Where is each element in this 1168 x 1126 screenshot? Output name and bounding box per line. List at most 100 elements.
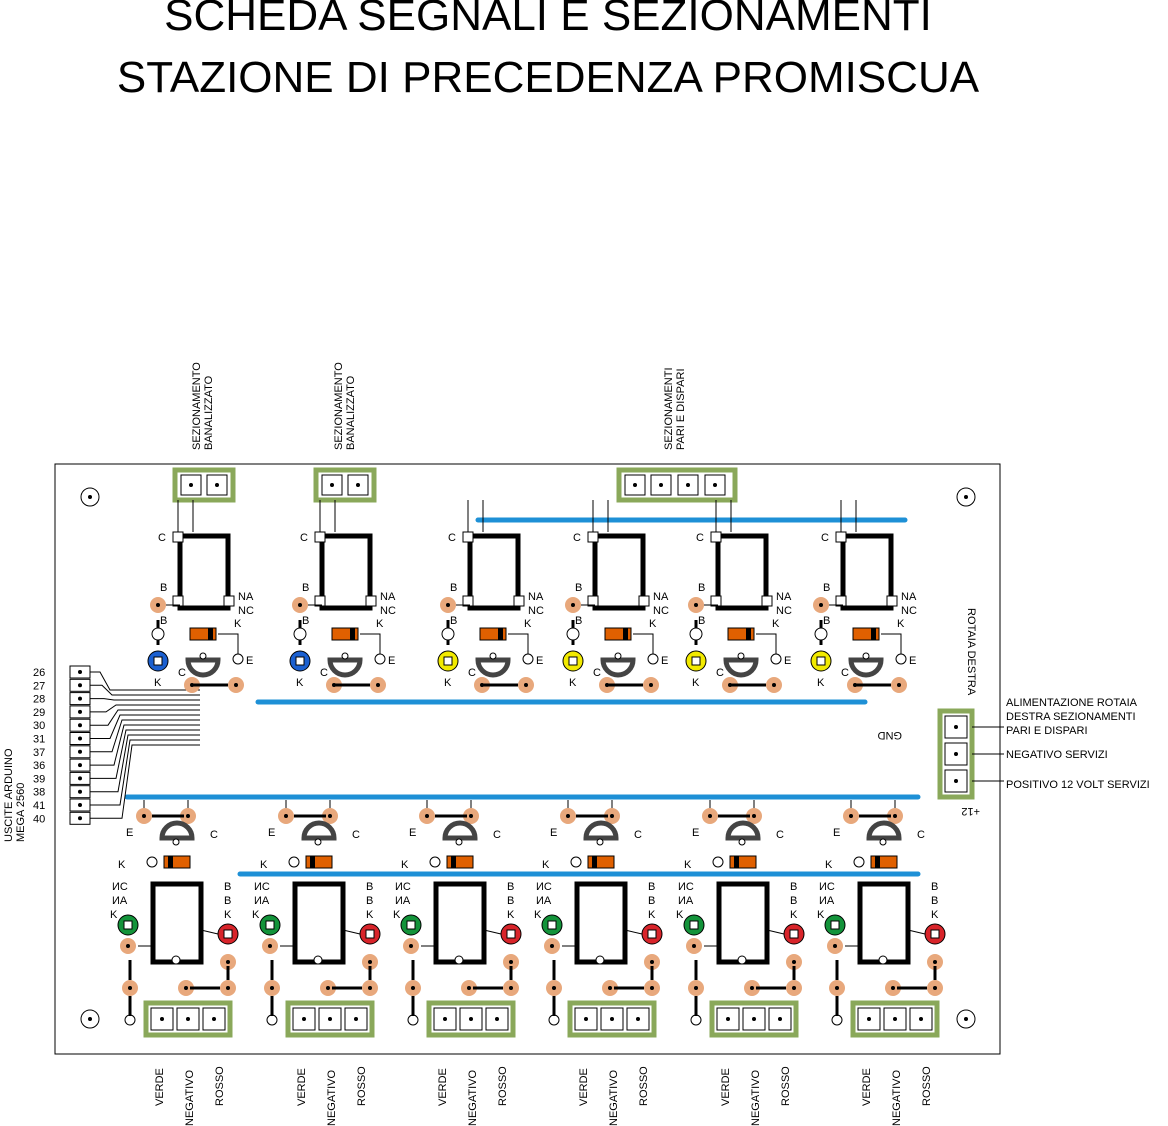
title-line-2: STAZIONE DI PRECEDENZA PROMISCUA xyxy=(117,53,980,102)
pin-label-nc-mirror: ИC xyxy=(678,881,694,893)
pin-label-k: K xyxy=(534,909,542,921)
pcb-trace xyxy=(704,929,785,947)
pin-label-e: E xyxy=(536,655,543,667)
pcb-trace xyxy=(166,604,239,654)
pin-label-e: E xyxy=(409,827,416,839)
pin-label-nc-mirror: ИC xyxy=(112,881,128,893)
pin-label-nc: NC xyxy=(380,605,396,617)
pcb-trace xyxy=(704,604,777,654)
pin-label-na-mirror: ИA xyxy=(254,895,270,907)
pin-label-k: K xyxy=(110,909,118,921)
svg-text:SEZIONAMENTO: SEZIONAMENTO xyxy=(191,362,203,450)
pin-label-b: B xyxy=(931,895,938,907)
pin-label-na: NA xyxy=(653,591,669,603)
pin-label-nc: NC xyxy=(528,605,544,617)
relay-body xyxy=(715,533,769,611)
pin-label-k: K xyxy=(684,859,692,871)
pcb-trace xyxy=(90,714,200,739)
pin-label-c: C xyxy=(300,532,308,544)
pin-label-b: B xyxy=(648,881,655,893)
pcb-trace xyxy=(90,729,200,779)
relay-body xyxy=(840,533,894,611)
bottom-connector xyxy=(143,1000,233,1038)
pin-label-k: K xyxy=(649,618,657,630)
top-connector-1 xyxy=(172,467,236,503)
gnd-label: GND xyxy=(878,729,903,741)
pin-label-e: E xyxy=(388,655,395,667)
bottom-label-rosso: ROSSO xyxy=(921,1066,933,1106)
pin-number-29: 29 xyxy=(33,707,45,719)
relay-body xyxy=(319,533,373,611)
pin-label-k: K xyxy=(817,909,825,921)
bottom-label-verde: VERDE xyxy=(720,1068,732,1106)
pcb-trace xyxy=(829,604,902,654)
pcb-trace xyxy=(840,500,857,532)
pin-label-k: K xyxy=(931,909,939,921)
bottom-label-rosso: ROSSO xyxy=(214,1066,226,1106)
bottom-label-verde: VERDE xyxy=(861,1068,873,1106)
pcb-trace xyxy=(467,500,484,532)
top-connector-3 xyxy=(616,467,738,503)
bottom-label-verde: VERDE xyxy=(578,1068,590,1106)
transistor xyxy=(475,657,511,678)
pin-label-e: E xyxy=(784,655,791,667)
diode xyxy=(446,855,474,869)
pin-label-e: E xyxy=(661,655,668,667)
pcb-trace xyxy=(177,500,194,532)
pcb-trace xyxy=(90,724,200,766)
pin-label-b: B xyxy=(302,582,309,594)
pin-label-c: C xyxy=(178,667,186,679)
pin-label-k: K xyxy=(224,909,232,921)
pin-label-c: C xyxy=(210,829,218,841)
pin-label-c: C xyxy=(493,829,501,841)
board-outline xyxy=(54,463,1001,1055)
pin-label-k: K xyxy=(366,909,374,921)
pin-label-c: C xyxy=(917,829,925,841)
diode xyxy=(305,855,333,869)
pin-label-b: B xyxy=(790,895,797,907)
negativo-label: NEGATIVO SERVIZI xyxy=(1006,749,1108,761)
pin-number-37: 37 xyxy=(33,747,45,759)
pin-number-28: 28 xyxy=(33,694,45,706)
pin-label-na: NA xyxy=(776,591,792,603)
svg-text:BANALIZZATO: BANALIZZATO xyxy=(203,375,215,450)
pin-label-b: B xyxy=(507,881,514,893)
transistor xyxy=(583,820,619,841)
bottom-label-negativo: NEGATIVO xyxy=(184,1070,196,1126)
pin-number-41: 41 xyxy=(33,800,45,812)
pin-label-b: B xyxy=(450,582,457,594)
bottom-connector xyxy=(426,1000,516,1038)
arduino-label: USCITE ARDUINO MEGA 2560 xyxy=(3,748,27,842)
bottom-label-rosso: ROSSO xyxy=(497,1066,509,1106)
pin-label-c: C xyxy=(320,667,328,679)
pin-label-b: B xyxy=(575,615,582,627)
pin-label-k: K xyxy=(676,909,684,921)
bottom-connector xyxy=(709,1000,799,1038)
pin-label-b: B xyxy=(366,895,373,907)
pin-label-b: B xyxy=(160,582,167,594)
pin-label-k: K xyxy=(524,618,532,630)
pin-label-e: E xyxy=(909,655,916,667)
pin-label-k: K xyxy=(772,618,780,630)
pin-label-k: K xyxy=(692,677,700,689)
pin-label-na-mirror: ИA xyxy=(536,895,552,907)
pin-label-b: B xyxy=(224,881,231,893)
pin-label-b: B xyxy=(698,582,705,594)
pin-label-b: B xyxy=(224,895,231,907)
pin-label-na-mirror: ИA xyxy=(112,895,128,907)
pin-label-b: B xyxy=(366,881,373,893)
blue-buses xyxy=(124,517,921,877)
pin-label-na-mirror: ИA xyxy=(395,895,411,907)
power-connector xyxy=(937,708,975,800)
bottom-label-negativo: NEGATIVO xyxy=(891,1070,903,1126)
pin-label-na-mirror: ИA xyxy=(819,895,835,907)
transistor xyxy=(327,657,363,678)
